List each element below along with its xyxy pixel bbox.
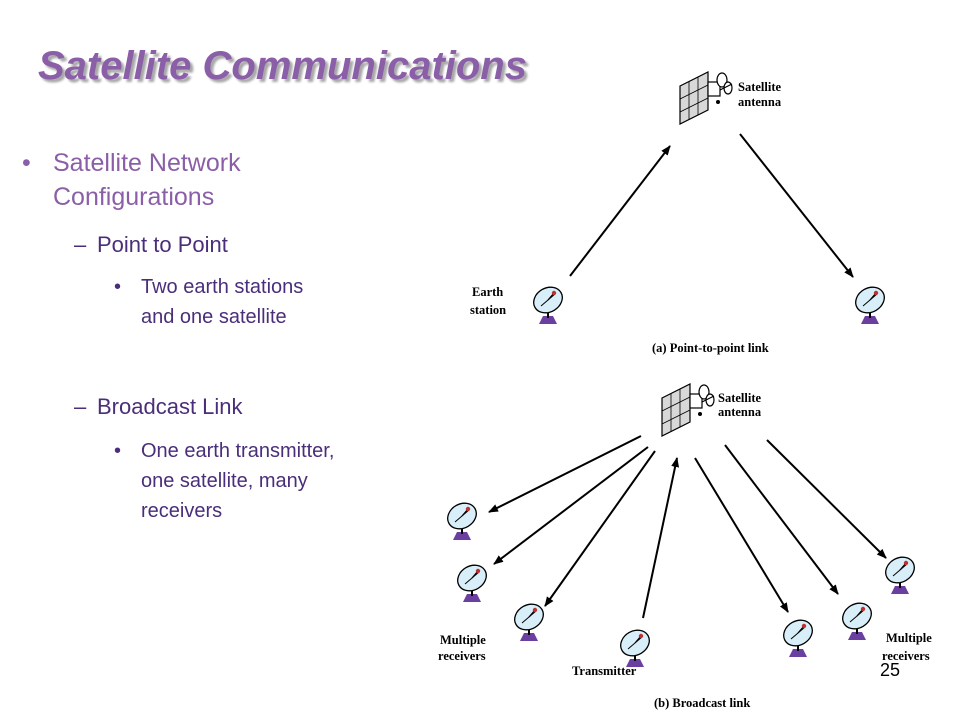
- broadcast-arrow: [724, 444, 839, 595]
- detail-line: receivers: [141, 500, 223, 522]
- detail-line: Two earth stations: [141, 276, 304, 298]
- point-to-point-caption: (a) Point-to-point link: [652, 341, 769, 355]
- satellite-label-line: antenna: [738, 95, 782, 109]
- broadcast-diagram: Satellite antenna Multiple receivers Mul…: [438, 383, 932, 710]
- satellite-icon: [661, 383, 715, 437]
- satellite-label-line: Satellite: [718, 391, 761, 405]
- downlink-arrow: [739, 133, 854, 278]
- bullet-dot: •: [22, 149, 31, 177]
- satellite-label-line: antenna: [718, 405, 762, 419]
- uplink-arrow: [569, 145, 671, 277]
- broadcast-arrow: [766, 439, 887, 559]
- detail-line: one satellite, many: [141, 470, 308, 492]
- slide-title: Satellite Communications: [38, 44, 527, 88]
- earth-station-label-line: station: [470, 303, 506, 317]
- bullet-dot: •: [114, 276, 122, 298]
- bullet-dash: –: [74, 394, 87, 419]
- satellite-icon: [679, 71, 733, 125]
- broadcast-arrow: [493, 446, 649, 565]
- page-number: 25: [880, 660, 901, 680]
- detail-line: One earth transmitter,: [141, 440, 335, 462]
- satellite-label-line: Satellite: [738, 80, 781, 94]
- receiver-dish-icon: [452, 559, 492, 603]
- earth-station-label-line: Earth: [472, 285, 503, 299]
- receiver-dish-icon: [880, 551, 920, 595]
- bullet-main-text: Satellite Network Configurations: [53, 149, 241, 211]
- sub-bullet-text: Point to Point: [97, 232, 228, 257]
- bullet-dot: •: [114, 440, 122, 462]
- multiple-receivers-label-line: Multiple: [886, 631, 932, 645]
- multiple-receivers-label-line: receivers: [882, 649, 930, 663]
- transmitter-label: Transmitter: [572, 664, 637, 678]
- receiver-dish-icon: [850, 281, 890, 325]
- receiver-dish-icon: [778, 614, 818, 658]
- sub-bullet-text: Broadcast Link: [97, 394, 243, 419]
- receiver-dish-icon: [442, 497, 482, 541]
- multiple-receivers-label-line: receivers: [438, 649, 486, 663]
- broadcast-arrow: [694, 457, 789, 613]
- detail-bullet-text: One earth transmitter, one satellite, ma…: [141, 436, 441, 526]
- broadcast-arrow: [488, 435, 642, 513]
- multiple-receivers-label-line: Multiple: [440, 633, 486, 647]
- receiver-dish-icon: [509, 598, 549, 642]
- point-to-point-diagram: Satellite antenna Earth station (a) Poin…: [470, 71, 890, 355]
- broadcast-arrow: [544, 450, 656, 607]
- transmitter-dish-icon: [615, 624, 655, 668]
- earth-station-dish-icon: [528, 281, 568, 325]
- receiver-dish-icon: [837, 597, 877, 641]
- bullet-dash: –: [74, 232, 87, 257]
- transmitter-uplink-arrow: [642, 457, 680, 619]
- detail-bullet-text: Two earth stations and one satellite: [141, 272, 441, 332]
- detail-line: and one satellite: [141, 306, 287, 328]
- broadcast-caption: (b) Broadcast link: [654, 696, 750, 710]
